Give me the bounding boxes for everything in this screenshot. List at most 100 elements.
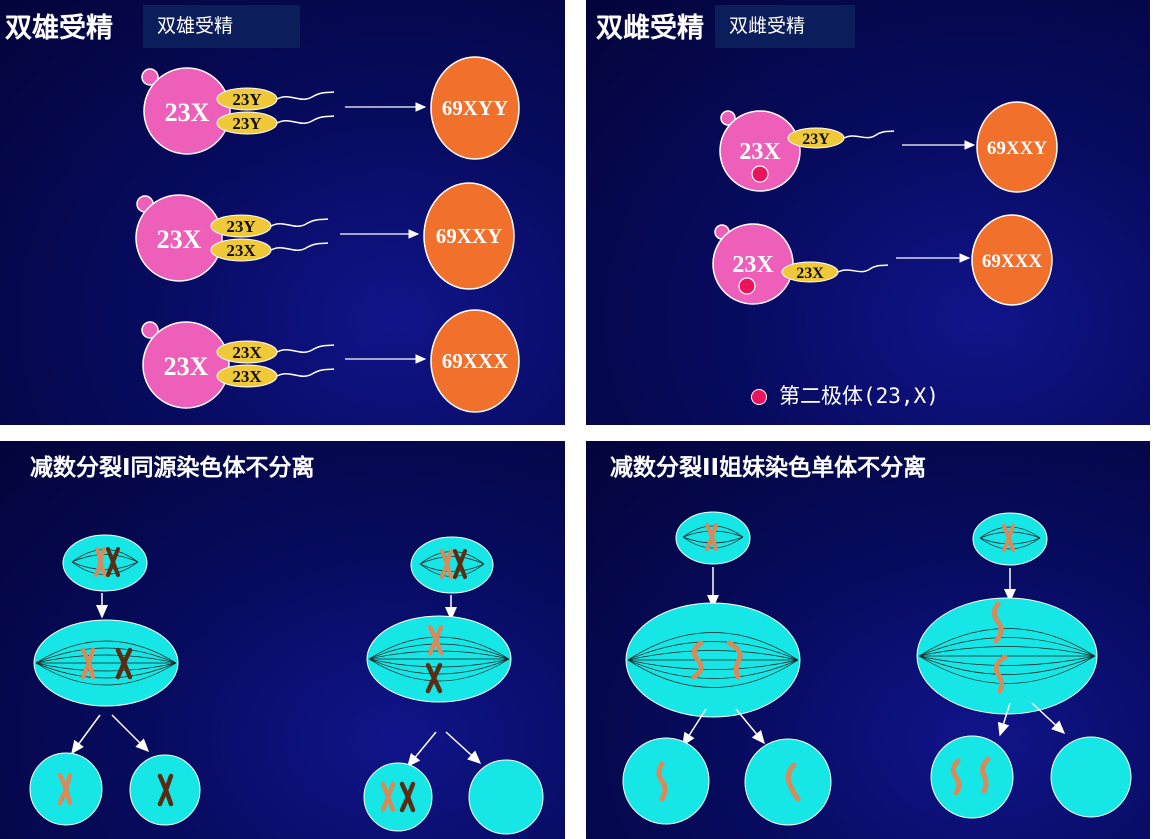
sperm-label: 23Y: [802, 131, 830, 148]
chromosome: [399, 781, 416, 813]
chromosome: [1002, 524, 1015, 552]
panel-title: 双雌受精: [596, 13, 704, 44]
polar-body-small: [141, 321, 159, 339]
legend-label: 第二极体(23,X): [779, 384, 939, 408]
chromatid: [785, 762, 801, 802]
panel-meiosis-2: 减数分裂II姐妹染色单体不分离: [586, 441, 1150, 839]
chromosome: [453, 549, 467, 579]
sperm-tail: [276, 368, 335, 378]
dispermy-row: 23X 23Y 23X 69XXY: [135, 182, 515, 290]
sperm-tail: [276, 344, 335, 354]
egg-cell: [719, 110, 801, 192]
arrow: [111, 714, 150, 753]
dispermy-diagram: 23X 23Y 23Y 69XYY 23X 23Y 23X 69XXY: [135, 56, 520, 413]
chromatid: [980, 756, 991, 794]
zygote-label: 69XXX: [442, 349, 509, 373]
spindle: [35, 640, 177, 686]
chromatid: [992, 601, 1004, 644]
chromosome: [80, 647, 96, 680]
polar-body-small: [720, 110, 736, 126]
spindle: [918, 628, 1096, 684]
sperm-tail: [843, 130, 895, 139]
chromosome: [94, 547, 107, 577]
sperm-label: 23Y: [232, 90, 261, 109]
egg-label: 23X: [739, 139, 781, 165]
title-box: 双雌受精: [715, 5, 855, 48]
digyny-row: 23X 23X 69XXX: [712, 214, 1053, 306]
chromosome: [427, 624, 444, 656]
cell: [1050, 736, 1132, 818]
zygote: [423, 182, 515, 290]
cell: [62, 534, 148, 592]
sperm-tail: [837, 264, 889, 273]
second-polar-body-icon: [751, 389, 767, 405]
chromosome: [57, 772, 73, 806]
chromatid: [993, 654, 1008, 694]
sperm-label: 23Y: [232, 114, 261, 133]
chromosome: [157, 773, 174, 807]
sperm-label: 23X: [232, 367, 262, 386]
sperm-tail: [270, 218, 329, 228]
arrow: [407, 731, 437, 768]
sperm-label: 23X: [232, 343, 262, 362]
panel-title: 减数分裂I同源染色体不分离: [30, 455, 315, 481]
arrow: [1031, 702, 1066, 735]
sperm-tail: [276, 91, 335, 101]
sperm-label: 23X: [796, 265, 824, 282]
meiosis-2-diagram: [622, 511, 1132, 826]
chromosome: [115, 647, 133, 680]
egg-cell: [143, 67, 231, 155]
chromatid: [726, 640, 743, 680]
zygote-label: 69XXX: [982, 251, 1042, 272]
chromosome: [705, 523, 718, 551]
chromosome: [440, 549, 453, 579]
second-polar-body: [738, 277, 756, 295]
egg-cell: [135, 194, 223, 282]
chromatid: [656, 761, 668, 802]
spindle: [627, 632, 799, 688]
chromatid: [691, 640, 704, 680]
spindle: [979, 526, 1041, 550]
egg-label: 23X: [164, 352, 209, 381]
egg-label: 23X: [165, 98, 210, 127]
sperm-label: 23X: [226, 241, 256, 260]
arrow: [682, 708, 707, 747]
panel-meiosis-1: 减数分裂I同源染色体不分离: [0, 441, 565, 839]
zygote-label: 69XXY: [987, 138, 1047, 159]
panel-title: 双雄受精: [5, 13, 113, 44]
panel-dispermy: 23X 23Y 23Y 69XYY 23X 23Y 23X 69XXY: [0, 0, 565, 425]
zygote-label: 69XYY: [442, 96, 509, 120]
sperm-tail: [276, 115, 335, 125]
title-box: 双雄受精: [143, 5, 300, 48]
dispermy-row: 23X 23X 23X 69XXX: [141, 309, 520, 413]
sperm-label: 23Y: [226, 217, 255, 236]
cell: [930, 735, 1014, 819]
chromosome: [425, 662, 443, 694]
zygote: [971, 214, 1053, 306]
arrow: [997, 702, 1011, 737]
egg-label: 23X: [157, 225, 202, 254]
chromatid: [950, 758, 962, 796]
dispermy-row: 23X 23Y 23Y 69XYY: [141, 56, 520, 160]
panel-digyny: 23X 23Y 69XXY 23X 23X 69XXX 双雌受精 双雌受精 第二…: [586, 0, 1150, 425]
arrow: [445, 731, 482, 765]
zygote: [430, 309, 520, 413]
zygote-label: 69XXY: [436, 224, 503, 248]
meiosis-1-diagram: [29, 534, 544, 835]
chromosome: [106, 547, 120, 577]
panel-title: 减数分裂II姐妹染色单体不分离: [610, 455, 927, 481]
arrow: [71, 714, 101, 755]
zygote: [430, 56, 520, 160]
cell: [622, 737, 710, 825]
egg-label: 23X: [732, 252, 774, 278]
cell-lineage: [916, 512, 1132, 819]
arrow: [735, 708, 765, 745]
cell-lineage: [622, 511, 832, 826]
polar-body-small: [141, 68, 159, 86]
digyny-row: 23X 23Y 69XXY: [719, 101, 1058, 193]
second-polar-body: [751, 165, 769, 183]
chromosome: [380, 781, 396, 813]
cell: [363, 762, 433, 832]
digyny-diagram: 23X 23Y 69XXY 23X 23X 69XXX: [712, 101, 1058, 306]
cell-lineage: [363, 536, 544, 835]
